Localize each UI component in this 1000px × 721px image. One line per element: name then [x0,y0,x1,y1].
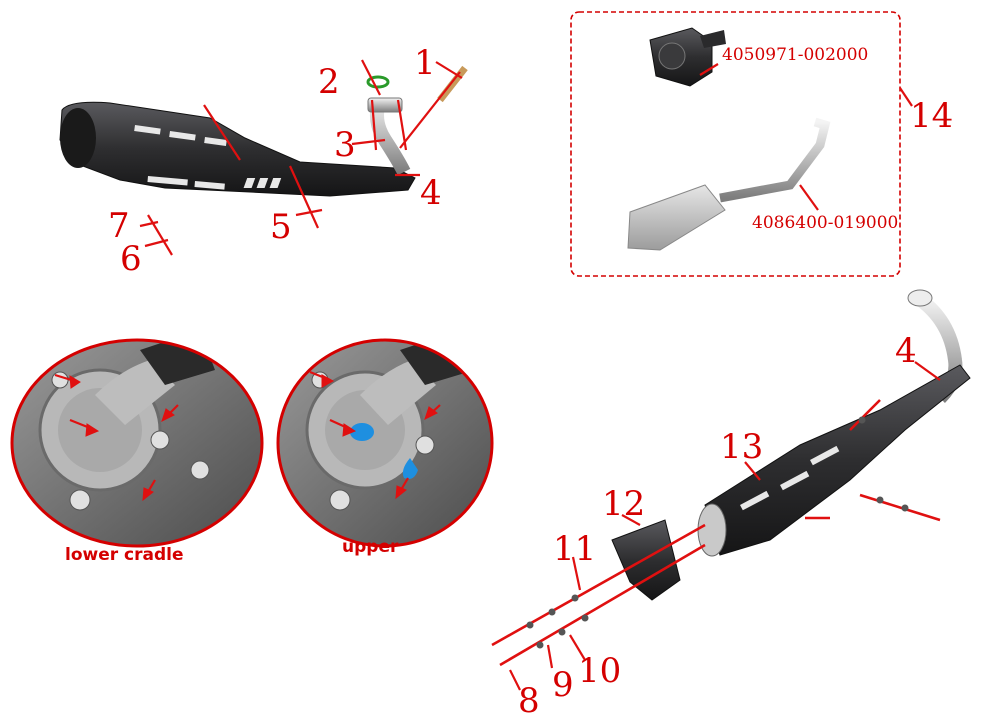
leaders-top-left [139,59,463,256]
callout-13: 13 [720,427,763,467]
detail-upper [276,338,494,548]
callout-7: 7 [108,206,130,246]
muffler-top-left [59,59,468,256]
callout-11: 11 [553,529,596,569]
callout-9: 9 [552,665,574,705]
blue-highlight-2 [402,458,418,479]
callout-4-top: 4 [420,173,442,213]
exploded-end-cap [697,503,727,557]
blue-highlight-1 [350,423,374,441]
leaders-bottom-right [509,361,941,691]
callout-10: 10 [578,651,621,691]
callout-1: 1 [414,43,436,83]
muffler-body [59,101,416,197]
callout-2: 2 [318,62,340,102]
exploded-muffler-body [704,364,971,556]
callout-labels: 1 2 3 4 5 6 7 14 4 13 12 11 8 9 10 [108,43,953,721]
part-number-water-pump: 4050971-002000 [722,45,868,65]
callout-12: 12 [602,484,645,524]
detail-lower-cradle [10,338,264,548]
washers [526,416,909,649]
callout-14: 14 [910,96,953,136]
callout-6: 6 [120,239,142,279]
replacement-parts-box [570,11,913,277]
part-number-muffler-assembly: 4086400-019000 [752,213,898,233]
caption-upper: upper [342,537,399,557]
callout-4-bottom: 4 [895,331,917,371]
header-flange [367,97,403,113]
callout-8: 8 [518,681,540,721]
callout-5: 5 [270,207,292,247]
exploded-assembly [491,289,971,691]
callout-3: 3 [334,125,356,165]
complete-muffler-image [627,117,831,251]
exploded-vents [739,445,840,511]
dashed-border [570,11,901,277]
muffler-vents [134,125,282,190]
gasket-ring [366,75,390,89]
water-pump-image [649,27,726,87]
tail-cover [611,519,681,601]
oxygen-sensor [437,65,468,103]
caption-lower-cradle: lower cradle [65,545,184,565]
muffler-end-cap [60,108,96,168]
